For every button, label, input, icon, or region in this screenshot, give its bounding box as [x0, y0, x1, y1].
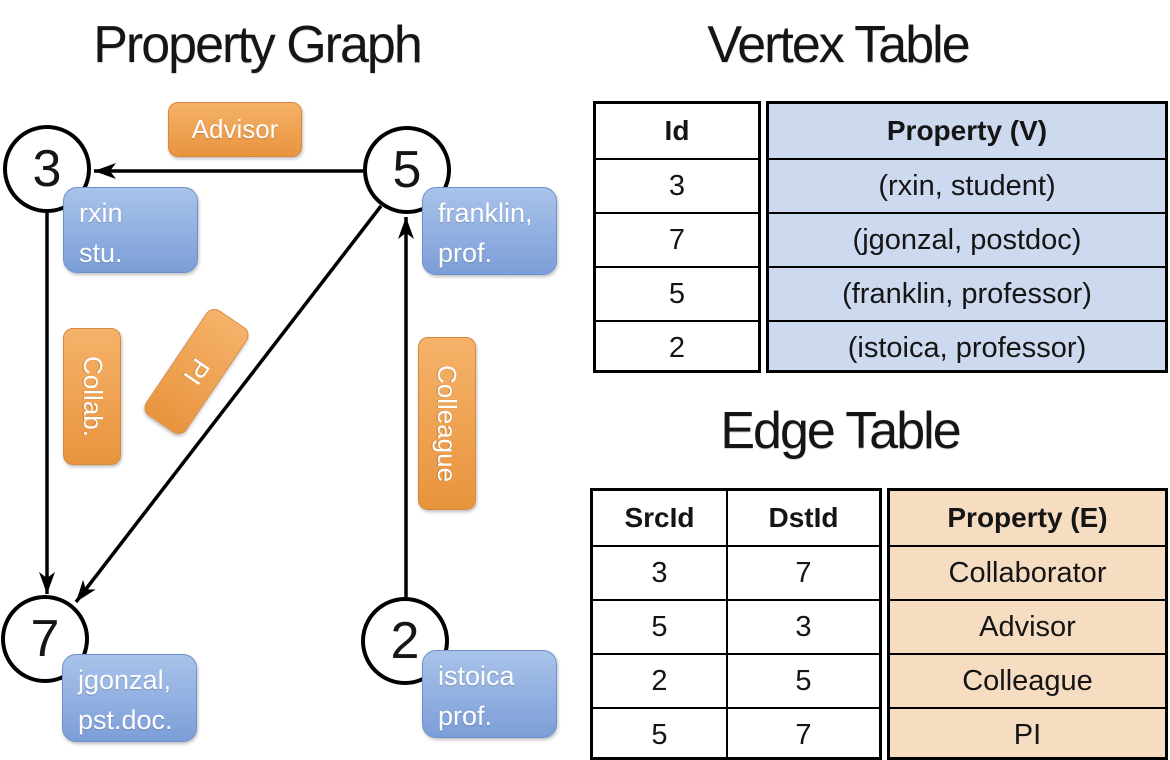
- vertex-node-5-id: 5: [392, 141, 422, 199]
- edge-table-srcid-cell: 5: [651, 718, 668, 751]
- property-graph-title: Property Graph: [93, 16, 423, 74]
- vertex-table-title: Vertex Table: [707, 16, 970, 74]
- callout-line: rxin: [79, 198, 123, 228]
- vertex-table-property-column: Property (V) (rxin, student) (jgonzal, p…: [766, 101, 1168, 373]
- edge-label-colleague-text: Colleague: [432, 364, 463, 483]
- edge-table-id-row: 3 7: [593, 545, 879, 599]
- vertex-node-2-id: 2: [390, 612, 420, 670]
- callout-line: prof.: [438, 701, 493, 731]
- edge-table-id-row: 5 7: [593, 707, 879, 760]
- edge-table-srcid-header: SrcId: [624, 502, 695, 533]
- edge-table-property-cell: Advisor: [890, 599, 1165, 653]
- edge-table-property-cell: Colleague: [890, 653, 1165, 707]
- edge-pi-5-to-7: [74, 204, 383, 604]
- edge-table-srcid-cell: 5: [651, 610, 668, 643]
- edge-table-property-cell: Collaborator: [890, 545, 1165, 599]
- edge-table-dstid-cell: 5: [726, 655, 879, 707]
- edge-table-id-header-row: SrcId DstId: [593, 491, 879, 545]
- edge-table-title: Edge Table: [720, 402, 961, 460]
- vertex-property-callout-5: franklin, prof.: [422, 187, 557, 275]
- edge-table-srcid-cell: 3: [651, 556, 668, 589]
- vertex-table-property-cell: (franklin, professor): [769, 266, 1165, 320]
- callout-line: jgonzal,: [78, 665, 172, 695]
- edge-label-colleague: Colleague: [418, 337, 476, 510]
- vertex-node-5: 5: [363, 126, 451, 214]
- vertex-table-id-column: Id 3 7 5 2: [593, 101, 761, 373]
- callout-line: stu.: [79, 238, 123, 268]
- vertex-table-property-cell: (rxin, student): [769, 158, 1165, 212]
- edge-table-id-columns: SrcId DstId 3 7 5 3 2 5 5 7: [590, 488, 882, 760]
- edge-label-advisor-text: Advisor: [191, 114, 279, 144]
- edge-label-pi-text: PI: [177, 353, 217, 391]
- vertex-table-id-cell: 3: [596, 158, 758, 212]
- vertex-property-callout-7: jgonzal, pst.doc.: [62, 654, 197, 742]
- vertex-property-callout-2: istoica prof.: [422, 650, 557, 738]
- callout-line: pst.doc.: [78, 705, 173, 735]
- edge-table-dstid-cell: 3: [726, 601, 879, 653]
- vertex-node-3-id: 3: [32, 140, 62, 198]
- callout-line: istoica: [438, 661, 515, 691]
- callout-line: franklin,: [438, 198, 533, 228]
- graph-edges-canvas: [39, 163, 414, 604]
- edge-table-property-header: Property (E): [947, 502, 1108, 533]
- edge-table-dstid-cell: 7: [726, 547, 879, 599]
- edge-table-srcid-cell: 2: [651, 664, 668, 697]
- vertex-table-property-cell: (jgonzal, postdoc): [769, 212, 1165, 266]
- edge-label-advisor: Advisor: [168, 102, 302, 157]
- vertex-table-id-cell: 7: [596, 212, 758, 266]
- vertex-table-property-cell: (istoica, professor): [769, 320, 1165, 374]
- edge-table-id-row: 5 3: [593, 599, 879, 653]
- vertex-table-id-cell: 5: [596, 266, 758, 320]
- edge-table-property-cell: PI: [890, 707, 1165, 760]
- edge-label-collab-text: Collab.: [77, 356, 108, 437]
- edge-label-collab: Collab.: [63, 328, 121, 465]
- vertex-table-property-header: Property (V): [886, 115, 1048, 146]
- vertex-table-id-header: Id: [664, 115, 690, 146]
- vertex-node-2: 2: [361, 597, 449, 685]
- vertex-property-callout-3: rxin stu.: [63, 187, 198, 273]
- edge-table-dstid-cell: 7: [726, 709, 879, 760]
- edge-table-property-column: Property (E) Collaborator Advisor Collea…: [887, 488, 1168, 760]
- callout-line: prof.: [438, 238, 493, 268]
- edge-table-id-row: 2 5: [593, 653, 879, 707]
- edge-table-dstid-header: DstId: [726, 491, 879, 545]
- vertex-node-7-id: 7: [30, 610, 60, 668]
- vertex-table-id-cell: 2: [596, 320, 758, 374]
